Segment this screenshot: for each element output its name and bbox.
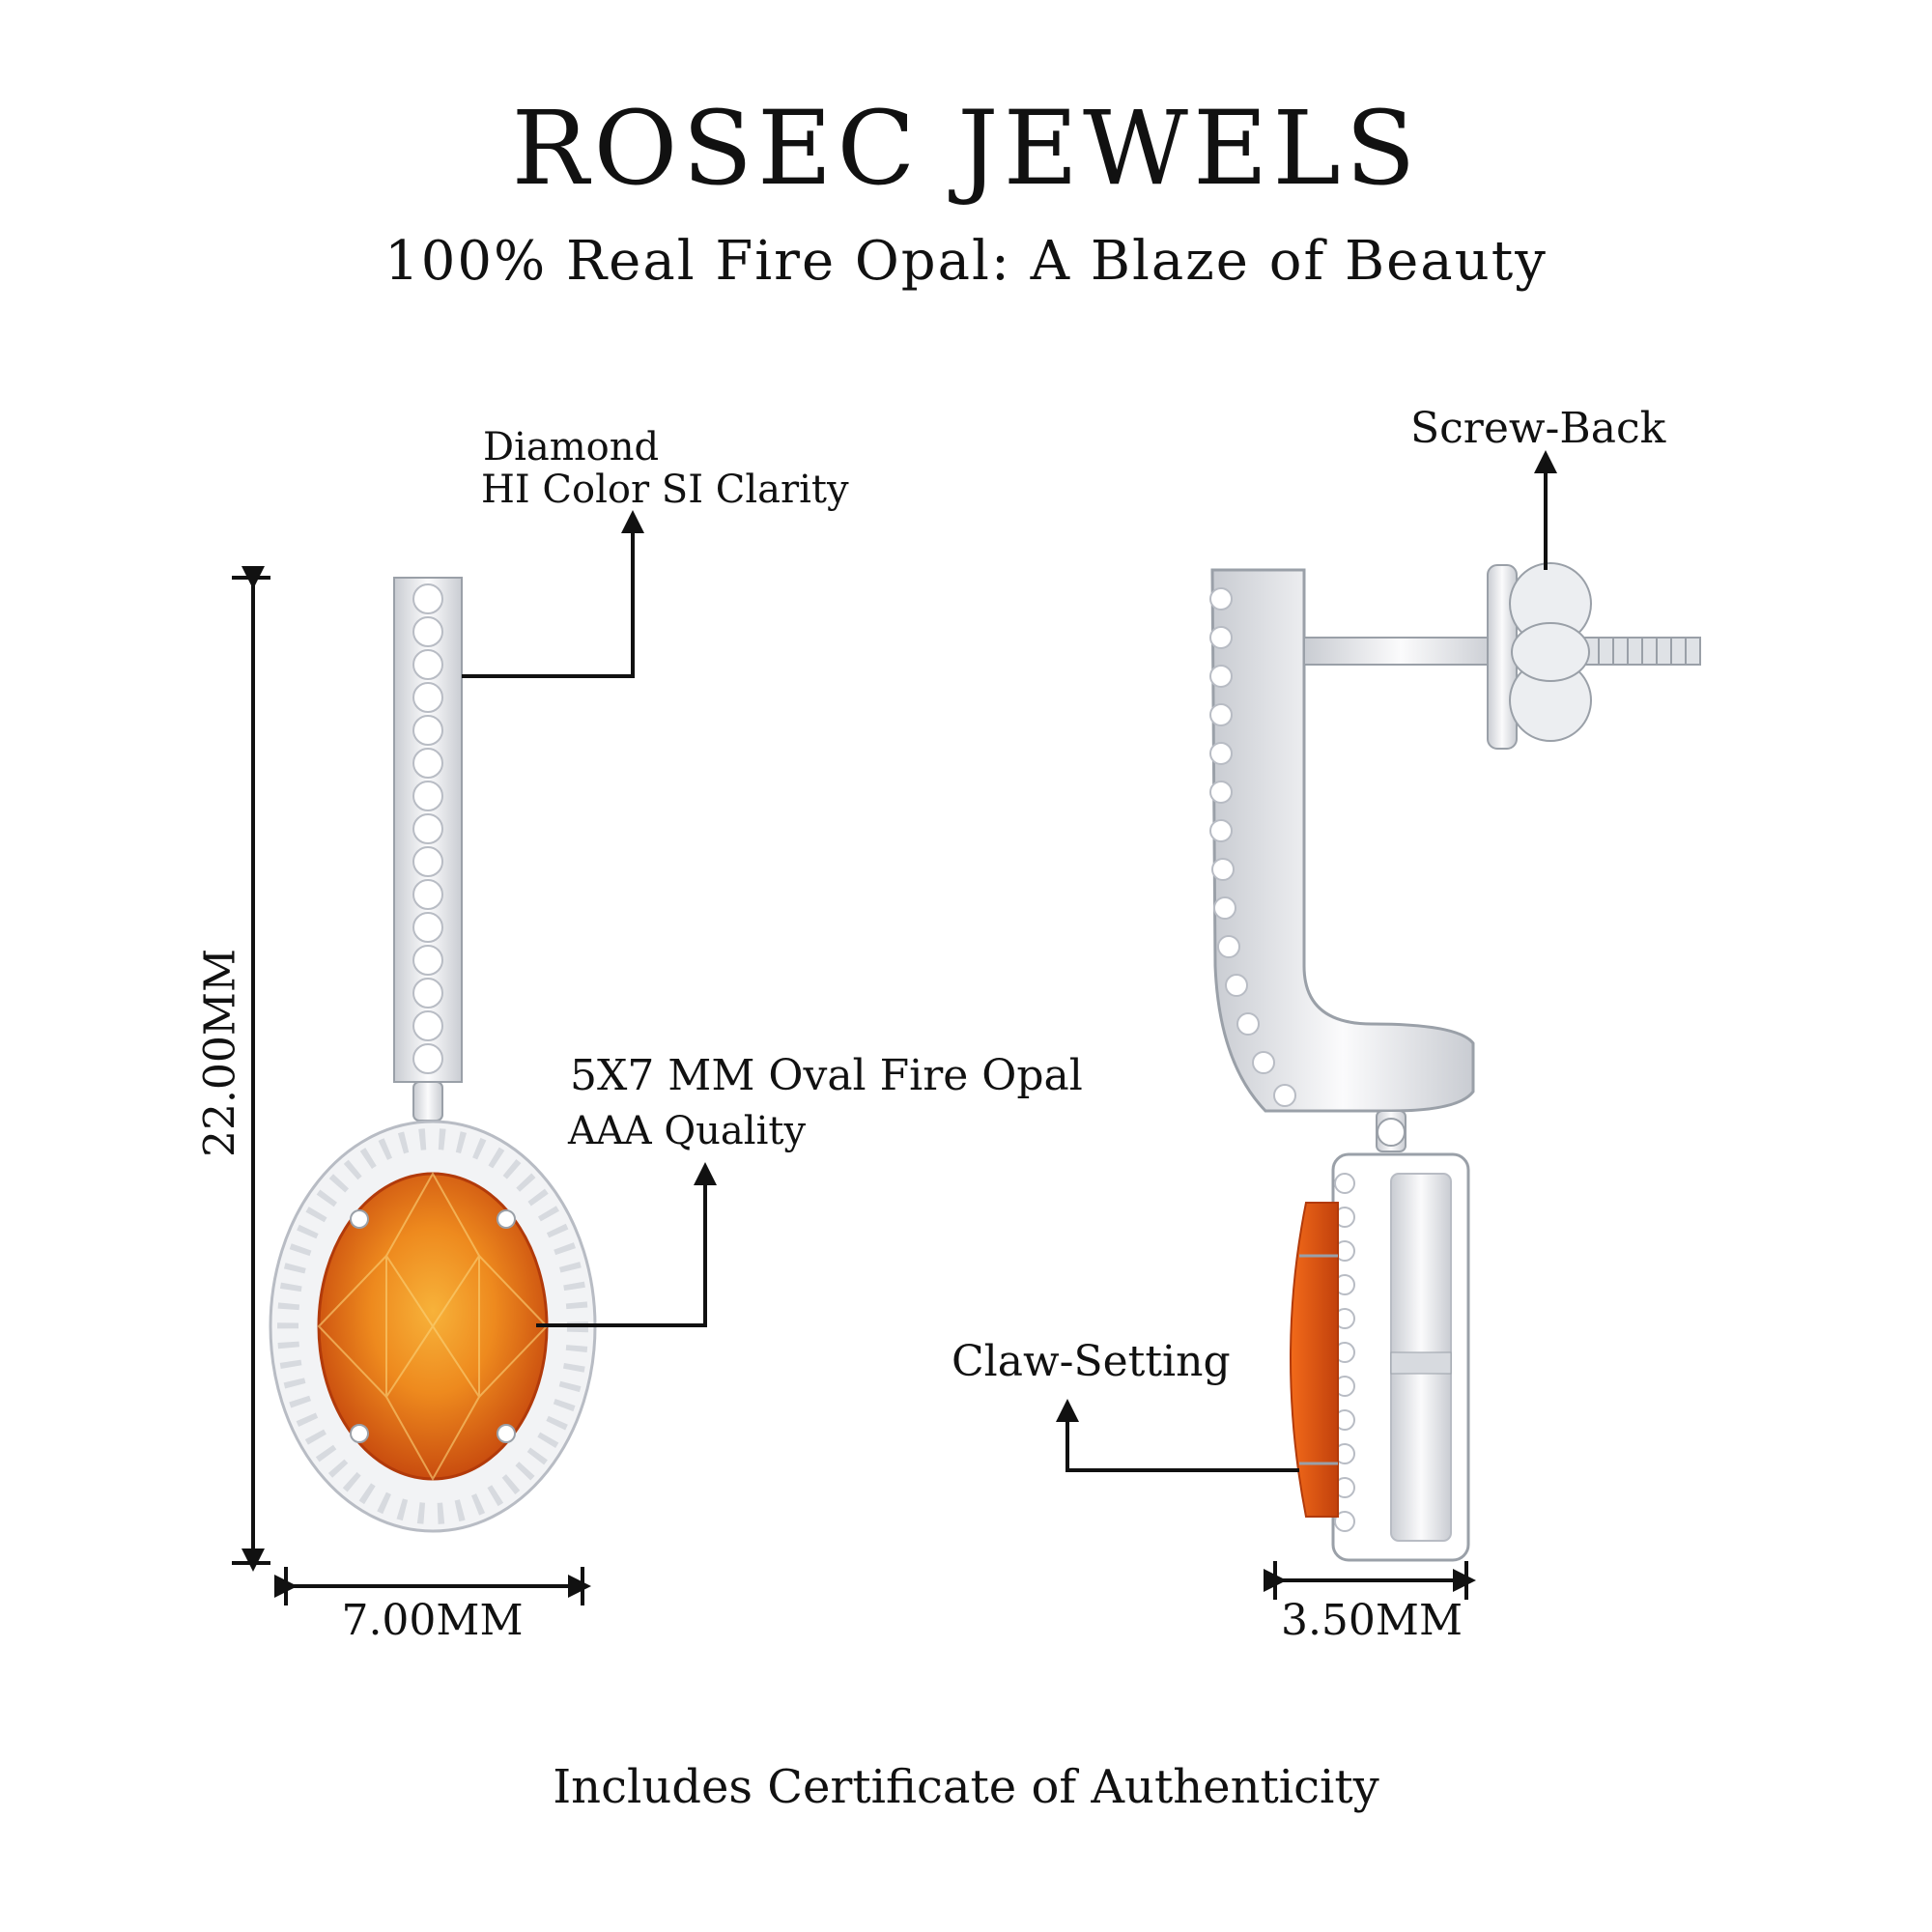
bar-diamonds [412,583,443,1074]
screw-back-label: Screw-Back [1410,404,1666,453]
dimension-lines [232,566,1476,1605]
diamond-label: Diamond [483,425,660,469]
callout-lines [462,450,1557,1472]
length-dimension-label: 22.00MM [195,948,245,1158]
opal-quality-label: AAA Quality [568,1109,807,1153]
j-hoop [1210,568,1475,1113]
opal-label: 5X7 MM Oval Fire Opal [570,1051,1083,1100]
opal-facets [317,1171,549,1482]
width-dimension-label: 7.00MM [341,1596,524,1645]
front-prongs [350,1209,516,1443]
thread-lines [1598,638,1687,665]
screw-back-nut [1509,562,1592,742]
depth-dimension-label: 3.50MM [1280,1596,1463,1645]
earring-post [1303,637,1498,666]
side-earring [1209,562,1701,1562]
certificate-note: Includes Certificate of Authenticity [553,1760,1379,1814]
side-prongs [1299,1254,1338,1465]
side-hoop-diamonds [1209,587,1296,1107]
brand-title: ROSEC JEWELS [511,89,1421,208]
side-halo-diamonds [1334,1173,1355,1532]
diamond-grade-label: HI Color SI Clarity [481,468,849,512]
front-link [412,1081,443,1122]
side-fire-opal [1290,1202,1339,1518]
claw-setting-label: Claw-Setting [952,1337,1231,1386]
page-subtitle: 100% Real Fire Opal: A Blaze of Beauty [384,230,1548,293]
front-earring [269,577,597,1533]
